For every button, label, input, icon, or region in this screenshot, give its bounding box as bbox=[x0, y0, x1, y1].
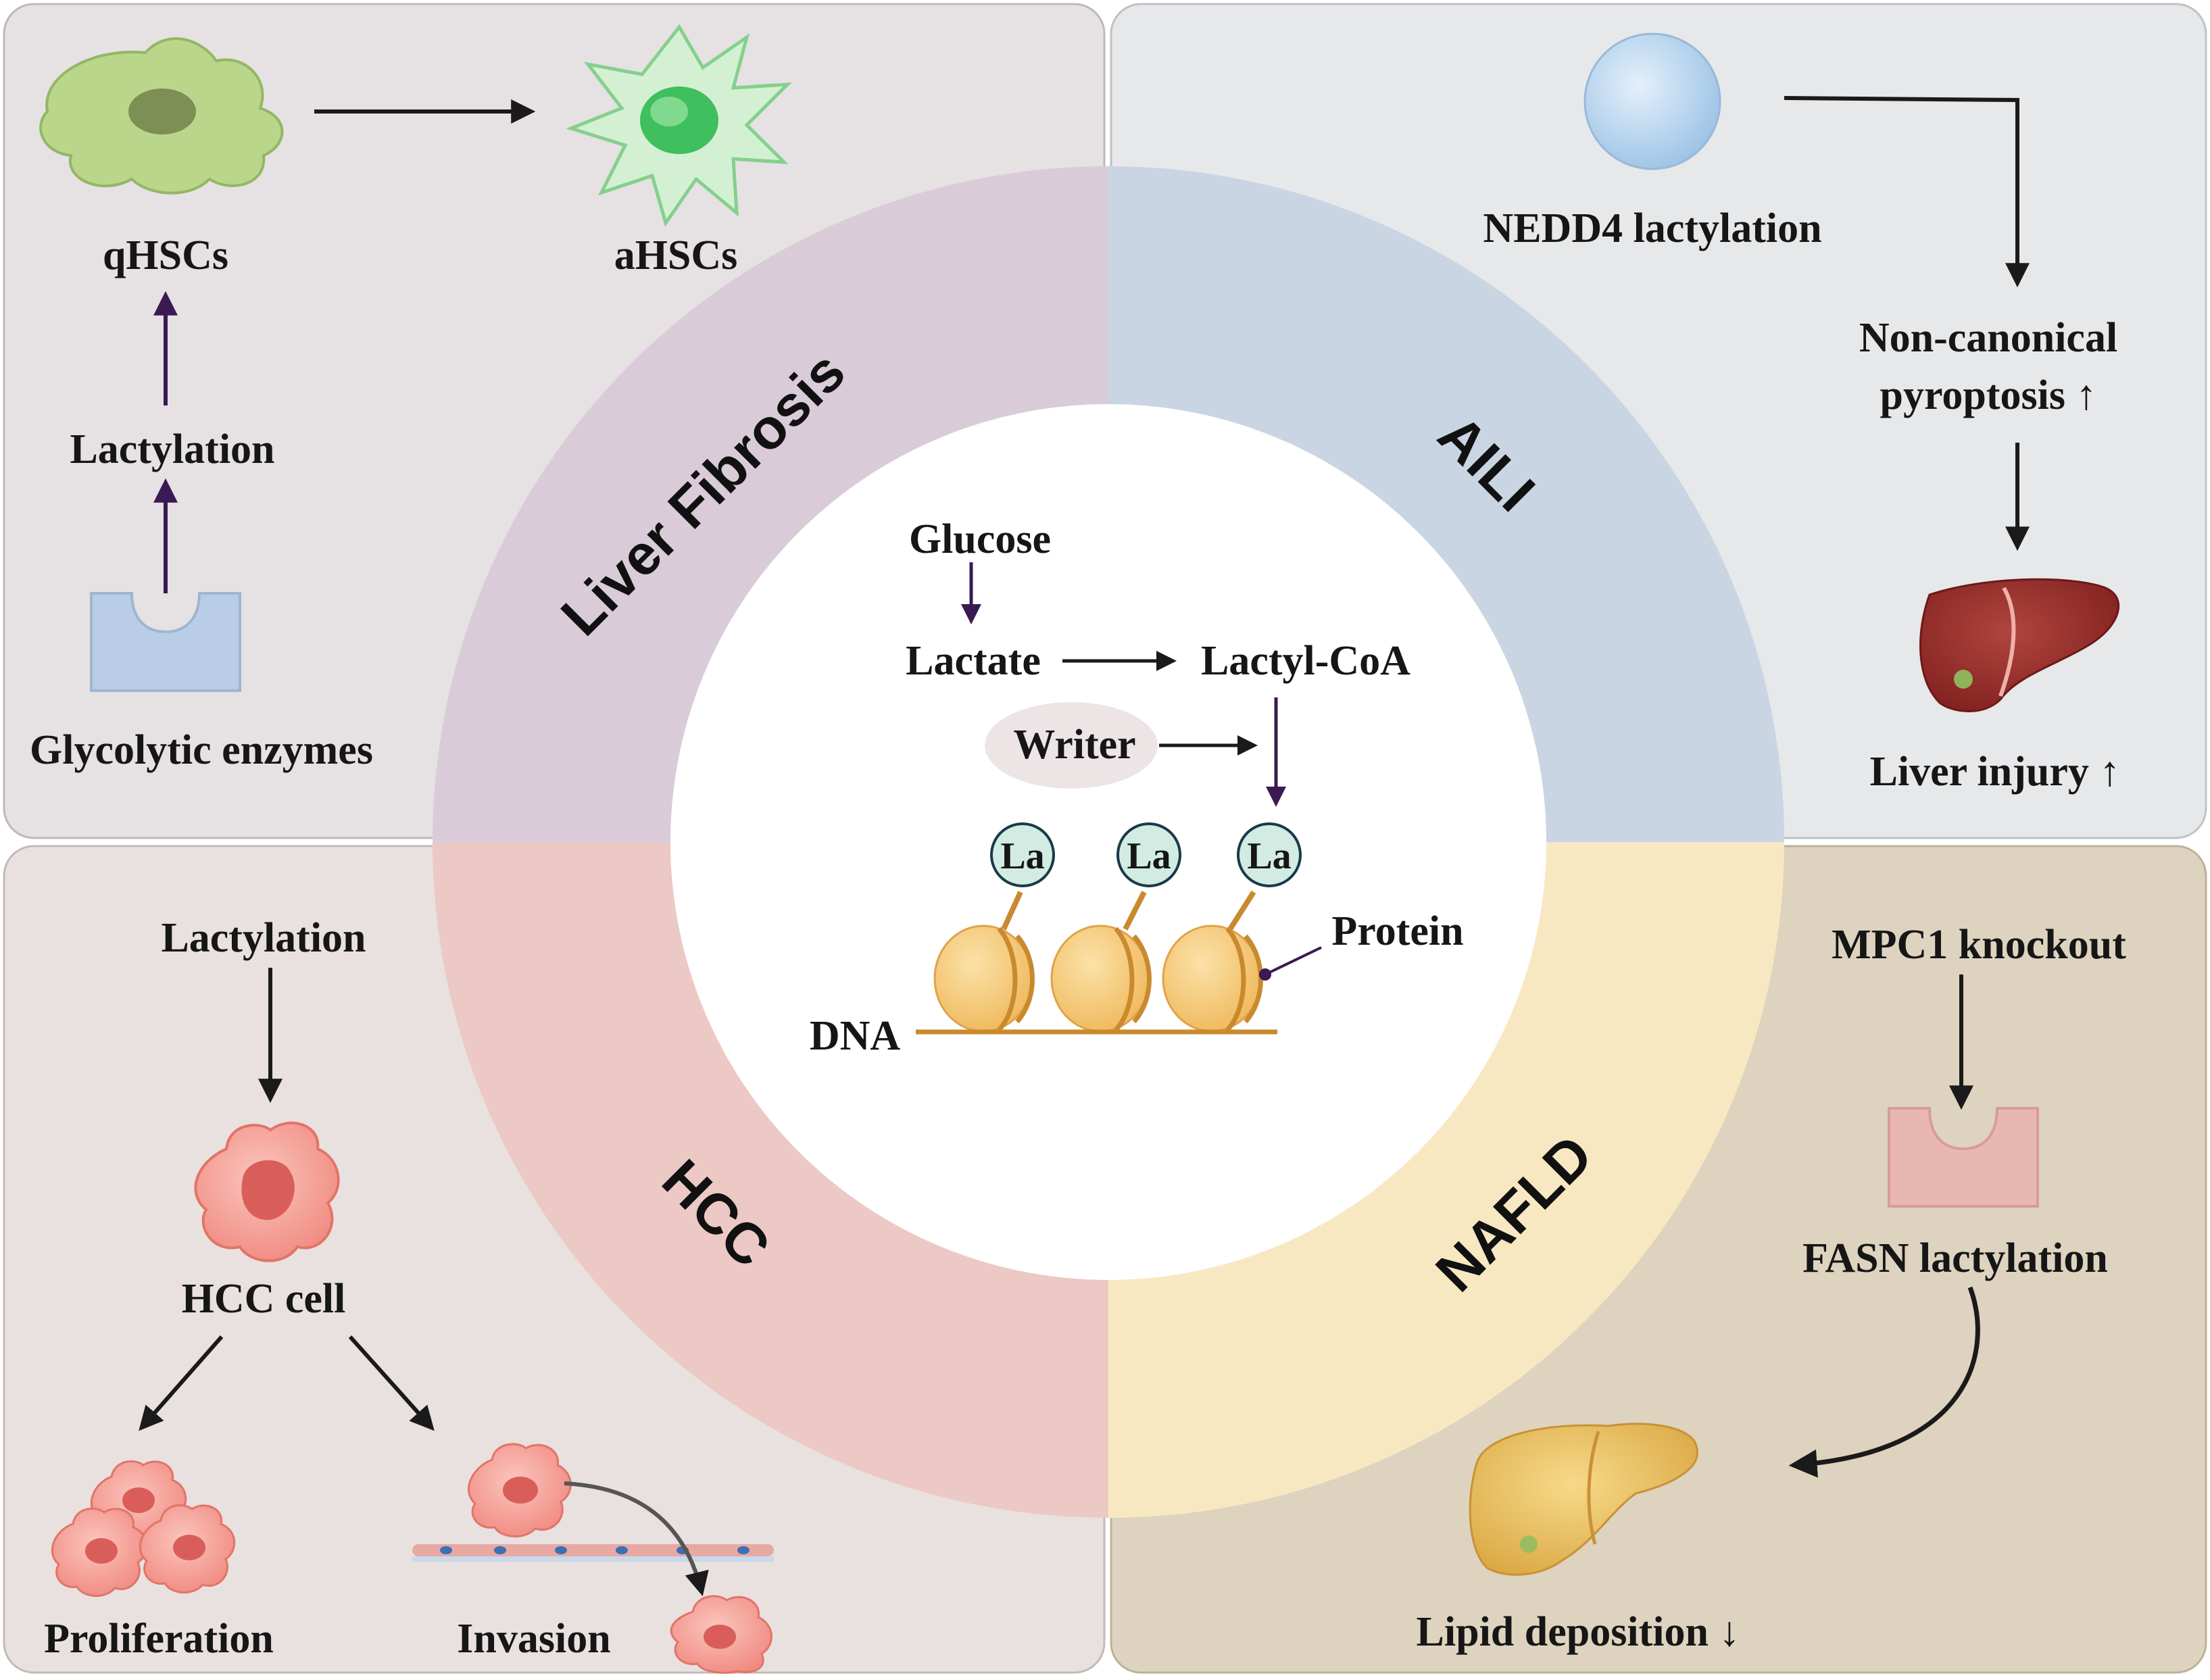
ahsc-cell-icon bbox=[566, 24, 792, 227]
mpc1-knockout-label: MPC1 knockout bbox=[1832, 922, 2126, 968]
dna-wrap bbox=[1114, 927, 1135, 1032]
dna-wrap bbox=[997, 927, 1018, 1032]
la-stalk bbox=[1123, 891, 1147, 931]
liver-injury-label: Liver injury ↑ bbox=[1870, 749, 2121, 795]
hcc-to-proliferation-arrow bbox=[139, 1335, 224, 1431]
proliferation-label: Proliferation bbox=[44, 1616, 274, 1662]
dna-wrap bbox=[1015, 934, 1035, 1024]
la-marker bbox=[1116, 822, 1181, 887]
nedd4-to-pyroptosis-arrow bbox=[1784, 96, 2030, 288]
la-stalk bbox=[1001, 891, 1023, 931]
la-label: La bbox=[1127, 835, 1171, 877]
glycolytic-enzyme-icon bbox=[90, 592, 241, 692]
injured-liver-icon bbox=[1919, 578, 2120, 712]
fasn-to-lipid-arrow bbox=[1788, 1286, 1980, 1478]
pyroptosis-label-line2: pyroptosis ↑ bbox=[1880, 372, 2097, 418]
la-label: La bbox=[1247, 835, 1291, 877]
fibrosis-lactylation-label: Lactylation bbox=[70, 426, 274, 472]
la-marker bbox=[990, 822, 1055, 887]
hcc-cell-icon bbox=[194, 1121, 340, 1262]
nedd4-sphere-icon bbox=[1583, 32, 1721, 170]
glucose-label: Glucose bbox=[909, 516, 1051, 562]
dna-wrap bbox=[1225, 927, 1246, 1032]
writer-ellipse bbox=[985, 702, 1158, 789]
hcc-cell-label: HCC cell bbox=[182, 1276, 346, 1322]
pyroptosis-label-line1: Non-canonical bbox=[1859, 315, 2117, 361]
dna-label: DNA bbox=[810, 1013, 901, 1059]
fatty-liver-icon bbox=[1469, 1423, 1698, 1576]
nedd4-lactylation-label: NEDD4 lactylation bbox=[1483, 205, 1821, 251]
la-stalk bbox=[1227, 890, 1256, 931]
fasn-lactylation-label: FASN lactylation bbox=[1802, 1235, 2108, 1281]
qhsc-cell-icon bbox=[39, 37, 284, 195]
glycolytic-enzymes-label: Glycolytic enzymes bbox=[30, 727, 373, 773]
dna-wrap bbox=[1132, 934, 1152, 1024]
center-disc bbox=[670, 404, 1546, 1280]
invasion-icon bbox=[412, 1443, 774, 1674]
nucleosome-group: La La La bbox=[916, 822, 1322, 1035]
invasion-label: Invasion bbox=[457, 1616, 610, 1662]
la-label: La bbox=[1000, 835, 1044, 877]
dna-wrap bbox=[1244, 934, 1263, 1024]
qhscs-label: qHSCs bbox=[103, 232, 228, 278]
protein-pointer-dot bbox=[1259, 968, 1271, 981]
hcc-lactylation-label: Lactylation bbox=[161, 915, 366, 961]
proliferating-cells-icon bbox=[51, 1460, 236, 1598]
fasn-enzyme-icon bbox=[1888, 1107, 2039, 1208]
lactyl-coa-label: Lactyl-CoA bbox=[1201, 638, 1410, 684]
protein-pointer bbox=[1264, 946, 1322, 976]
lactate-label: Lactate bbox=[906, 638, 1041, 684]
lipid-deposition-label: Lipid deposition ↓ bbox=[1417, 1609, 1740, 1655]
protein-label: Protein bbox=[1331, 908, 1463, 954]
ahscs-label: aHSCs bbox=[614, 232, 738, 278]
writer-label: Writer bbox=[1013, 722, 1135, 768]
la-marker bbox=[1237, 822, 1302, 887]
hcc-to-invasion-arrow bbox=[348, 1335, 435, 1431]
